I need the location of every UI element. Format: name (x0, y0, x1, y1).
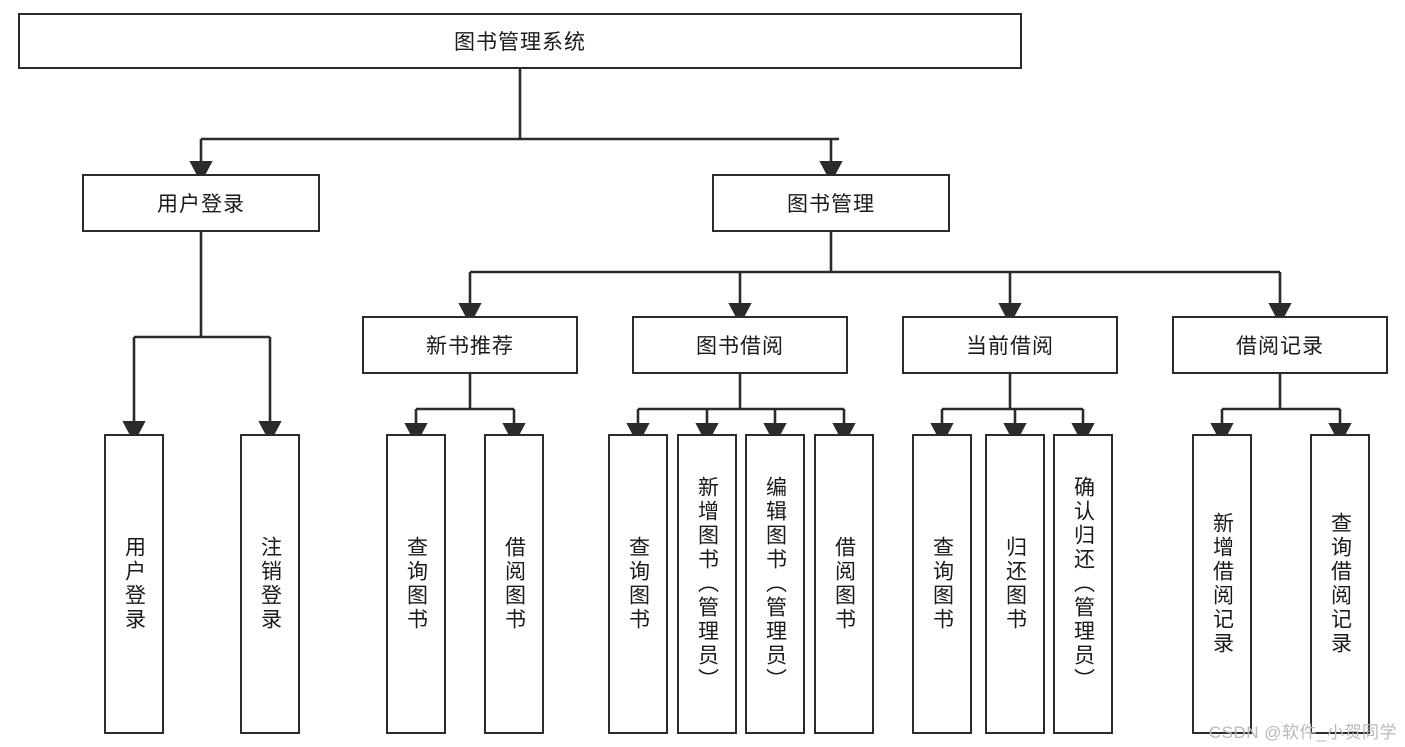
node-leaf-query-book-recommend[interactable]: 查询图书 (386, 434, 446, 734)
node-user-login-label: 用户登录 (157, 193, 245, 216)
node-new-book-recommend-label: 新书推荐 (426, 335, 514, 358)
node-leaf-borrow-book[interactable]: 借阅图书 (814, 434, 874, 734)
node-leaf-query-borrow-record[interactable]: 查询借阅记录 (1310, 434, 1370, 734)
node-current-borrow[interactable]: 当前借阅 (902, 316, 1118, 374)
node-leaf-user-login[interactable]: 用户登录 (104, 434, 164, 734)
node-leaf-logout-label: 注销登录 (258, 536, 282, 632)
node-leaf-edit-book[interactable]: 编辑图书（管理员） (745, 434, 805, 734)
node-leaf-add-book[interactable]: 新增图书（管理员） (677, 434, 737, 734)
node-current-borrow-label: 当前借阅 (966, 335, 1054, 358)
node-leaf-query-book-current-label: 查询图书 (930, 536, 954, 632)
node-leaf-confirm-return[interactable]: 确认归还（管理员） (1053, 434, 1113, 734)
node-leaf-confirm-return-label: 确认归还（管理员） (1071, 476, 1095, 692)
node-leaf-logout[interactable]: 注销登录 (240, 434, 300, 734)
node-root-label: 图书管理系统 (454, 31, 586, 54)
node-book-management[interactable]: 图书管理 (712, 174, 950, 232)
node-leaf-query-book-borrow[interactable]: 查询图书 (608, 434, 668, 734)
watermark: CSDN @软件_小贺同学 (1208, 723, 1397, 742)
node-borrow-record[interactable]: 借阅记录 (1172, 316, 1388, 374)
node-user-login[interactable]: 用户登录 (82, 174, 320, 232)
node-book-borrow[interactable]: 图书借阅 (632, 316, 848, 374)
node-leaf-query-book-borrow-label: 查询图书 (626, 536, 650, 632)
node-leaf-user-login-label: 用户登录 (122, 536, 146, 632)
node-leaf-borrow-book-recommend-label: 借阅图书 (502, 536, 526, 632)
node-leaf-return-book[interactable]: 归还图书 (985, 434, 1045, 734)
node-leaf-query-borrow-record-label: 查询借阅记录 (1328, 512, 1352, 656)
node-book-management-label: 图书管理 (787, 193, 875, 216)
node-leaf-query-book-recommend-label: 查询图书 (404, 536, 428, 632)
node-leaf-query-book-current[interactable]: 查询图书 (912, 434, 972, 734)
node-leaf-add-borrow-record[interactable]: 新增借阅记录 (1192, 434, 1252, 734)
node-root[interactable]: 图书管理系统 (18, 13, 1022, 69)
node-leaf-borrow-book-label: 借阅图书 (832, 536, 856, 632)
node-leaf-return-book-label: 归还图书 (1003, 536, 1027, 632)
node-leaf-edit-book-label: 编辑图书（管理员） (763, 476, 787, 692)
node-leaf-borrow-book-recommend[interactable]: 借阅图书 (484, 434, 544, 734)
node-leaf-add-book-label: 新增图书（管理员） (695, 476, 719, 692)
node-book-borrow-label: 图书借阅 (696, 335, 784, 358)
node-new-book-recommend[interactable]: 新书推荐 (362, 316, 578, 374)
node-leaf-add-borrow-record-label: 新增借阅记录 (1210, 512, 1234, 656)
node-borrow-record-label: 借阅记录 (1236, 335, 1324, 358)
